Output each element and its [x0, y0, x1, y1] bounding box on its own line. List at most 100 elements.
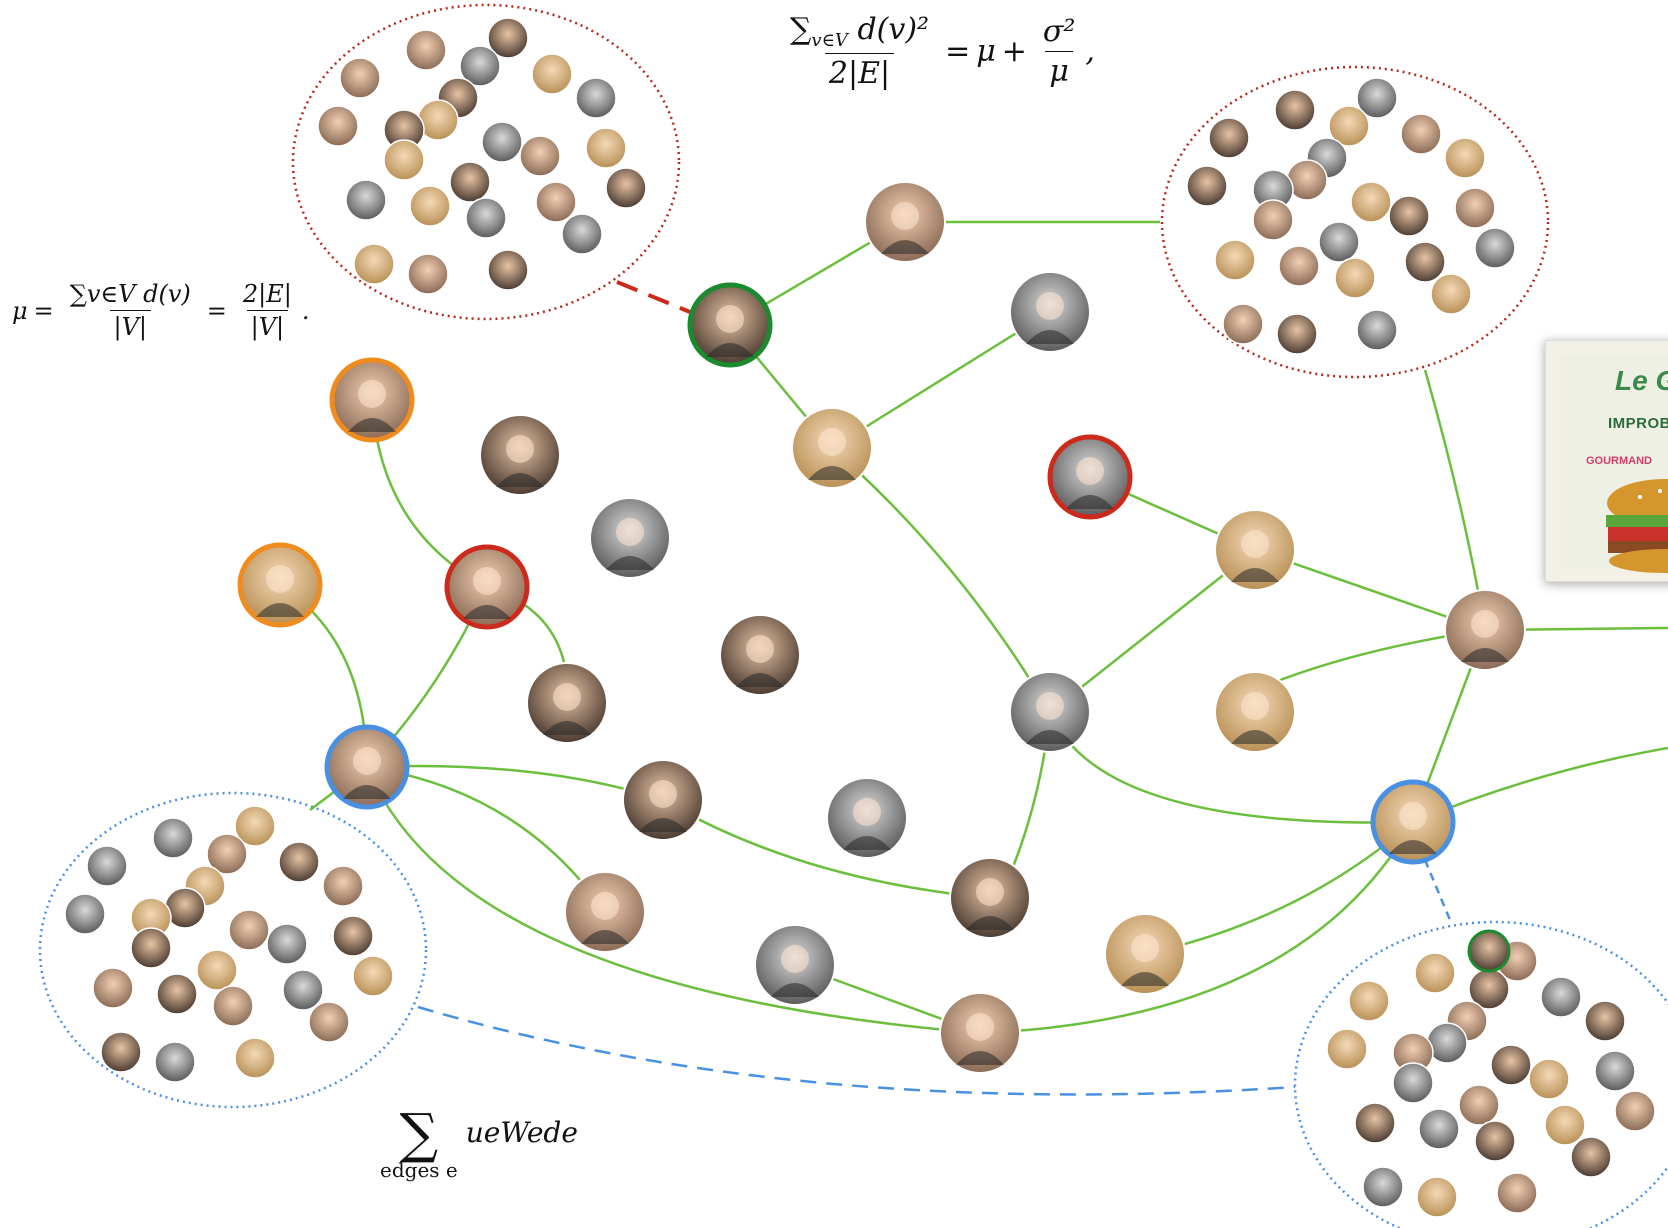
cluster-member-avatar[interactable] [1404, 241, 1446, 283]
cluster-member-avatar[interactable] [1584, 1000, 1626, 1042]
person-avatar-node[interactable] [1047, 434, 1133, 520]
cluster-member-avatar[interactable] [332, 915, 374, 957]
cluster-member-avatar[interactable] [317, 105, 359, 147]
person-avatar-node[interactable] [564, 871, 646, 953]
cluster-member-avatar[interactable] [531, 53, 573, 95]
cluster-member-avatar[interactable] [353, 243, 395, 285]
cluster-member-avatar[interactable] [1348, 980, 1390, 1022]
cluster-member-avatar[interactable] [345, 179, 387, 221]
cluster-member-avatar[interactable] [407, 253, 449, 295]
cluster-member-avatar[interactable] [1328, 105, 1370, 147]
cluster-member-avatar[interactable] [1276, 313, 1318, 355]
cluster-member-avatar[interactable] [575, 77, 617, 119]
cluster-member-avatar[interactable] [196, 949, 238, 991]
cluster-member-avatar[interactable] [92, 967, 134, 1009]
cluster-member-avatar[interactable] [561, 213, 603, 255]
cluster-member-avatar[interactable] [234, 1037, 276, 1079]
cluster-member-avatar[interactable] [1416, 1176, 1458, 1218]
person-avatar-node[interactable] [826, 777, 908, 859]
cluster-member-avatar[interactable] [1454, 187, 1496, 229]
person-avatar-node[interactable] [949, 857, 1031, 939]
cluster-member-avatar[interactable] [449, 161, 491, 203]
cluster-member-avatar[interactable] [206, 833, 248, 875]
cluster-member-avatar[interactable] [1252, 199, 1294, 241]
cluster-member-avatar[interactable] [1350, 181, 1392, 223]
cluster-member-avatar[interactable] [1570, 1136, 1612, 1178]
cluster-member-avatar[interactable] [308, 1001, 350, 1043]
cluster-member-avatar[interactable] [1528, 1058, 1570, 1100]
cluster-member-avatar[interactable] [1326, 1028, 1368, 1070]
cluster-member-avatar[interactable] [465, 197, 507, 239]
cluster-member-avatar[interactable] [409, 185, 451, 227]
cluster-member-avatar[interactable] [1594, 1050, 1636, 1092]
cluster-member-avatar[interactable] [1444, 137, 1486, 179]
cluster-member-avatar[interactable] [605, 167, 647, 209]
cluster-member-avatar[interactable] [1474, 1120, 1516, 1162]
cluster-member-avatar[interactable] [352, 955, 394, 997]
person-avatar-node[interactable] [1104, 913, 1186, 995]
person-avatar-node[interactable] [719, 614, 801, 696]
cluster-member-avatar[interactable] [459, 45, 501, 87]
cluster-member-avatar[interactable] [130, 927, 172, 969]
cluster-member-avatar[interactable] [1430, 273, 1472, 315]
cluster-member-avatar[interactable] [86, 845, 128, 887]
cluster-member-avatar[interactable] [282, 969, 324, 1011]
cluster-member-avatar[interactable] [234, 805, 276, 847]
person-avatar-node[interactable] [1009, 271, 1091, 353]
cluster-member-avatar[interactable] [278, 841, 320, 883]
cluster-member-avatar[interactable] [1458, 1084, 1500, 1126]
cluster-member-avatar[interactable] [156, 973, 198, 1015]
cluster-member-avatar[interactable] [1334, 257, 1376, 299]
highlighted-cluster-member[interactable] [1467, 929, 1511, 973]
cluster-member-avatar[interactable] [1474, 227, 1516, 269]
cluster-member-avatar[interactable] [1208, 117, 1250, 159]
cluster-member-avatar[interactable] [1186, 165, 1228, 207]
cluster-member-avatar[interactable] [1400, 113, 1442, 155]
cluster-member-avatar[interactable] [1362, 1166, 1404, 1208]
person-avatar-node[interactable] [1370, 779, 1456, 865]
cluster-member-avatar[interactable] [487, 17, 529, 59]
cluster-member-avatar[interactable] [1414, 952, 1456, 994]
cluster-member-avatar[interactable] [154, 1041, 196, 1083]
person-avatar-node[interactable] [687, 282, 773, 368]
cluster-member-avatar[interactable] [1544, 1104, 1586, 1146]
person-avatar-node[interactable] [864, 181, 946, 263]
person-avatar-node[interactable] [329, 357, 415, 443]
cluster-member-avatar[interactable] [1490, 1044, 1532, 1086]
cluster-member-avatar[interactable] [152, 817, 194, 859]
person-avatar-node[interactable] [324, 724, 410, 810]
cluster-member-avatar[interactable] [519, 135, 561, 177]
cluster-member-avatar[interactable] [1614, 1090, 1656, 1132]
cluster-member-avatar[interactable] [535, 181, 577, 223]
cluster-member-avatar[interactable] [322, 865, 364, 907]
person-avatar-node[interactable] [791, 407, 873, 489]
cluster-member-avatar[interactable] [1318, 221, 1360, 263]
cluster-member-avatar[interactable] [1392, 1062, 1434, 1104]
cluster-member-avatar[interactable] [339, 57, 381, 99]
cluster-member-avatar[interactable] [1496, 1172, 1538, 1214]
cluster-member-avatar[interactable] [1278, 245, 1320, 287]
cluster-member-avatar[interactable] [1356, 309, 1398, 351]
cluster-member-avatar[interactable] [487, 249, 529, 291]
cluster-member-avatar[interactable] [212, 985, 254, 1027]
cluster-member-avatar[interactable] [481, 121, 523, 163]
cluster-member-avatar[interactable] [1388, 195, 1430, 237]
person-avatar-node[interactable] [622, 759, 704, 841]
person-avatar-node[interactable] [526, 662, 608, 744]
person-avatar-node[interactable] [1009, 671, 1091, 753]
person-avatar-node[interactable] [1214, 671, 1296, 753]
person-avatar-node[interactable] [589, 497, 671, 579]
cluster-member-avatar[interactable] [405, 29, 447, 71]
cluster-member-avatar[interactable] [585, 127, 627, 169]
person-avatar-node[interactable] [1444, 589, 1526, 671]
cluster-member-avatar[interactable] [1356, 77, 1398, 119]
cluster-member-avatar[interactable] [266, 923, 308, 965]
person-avatar-node[interactable] [939, 992, 1021, 1074]
cluster-member-avatar[interactable] [1354, 1102, 1396, 1144]
cluster-member-avatar[interactable] [1222, 303, 1264, 345]
person-avatar-node[interactable] [479, 414, 561, 496]
cluster-member-avatar[interactable] [1540, 976, 1582, 1018]
person-avatar-node[interactable] [754, 924, 836, 1006]
person-avatar-node[interactable] [1214, 509, 1296, 591]
person-avatar-node[interactable] [237, 542, 323, 628]
